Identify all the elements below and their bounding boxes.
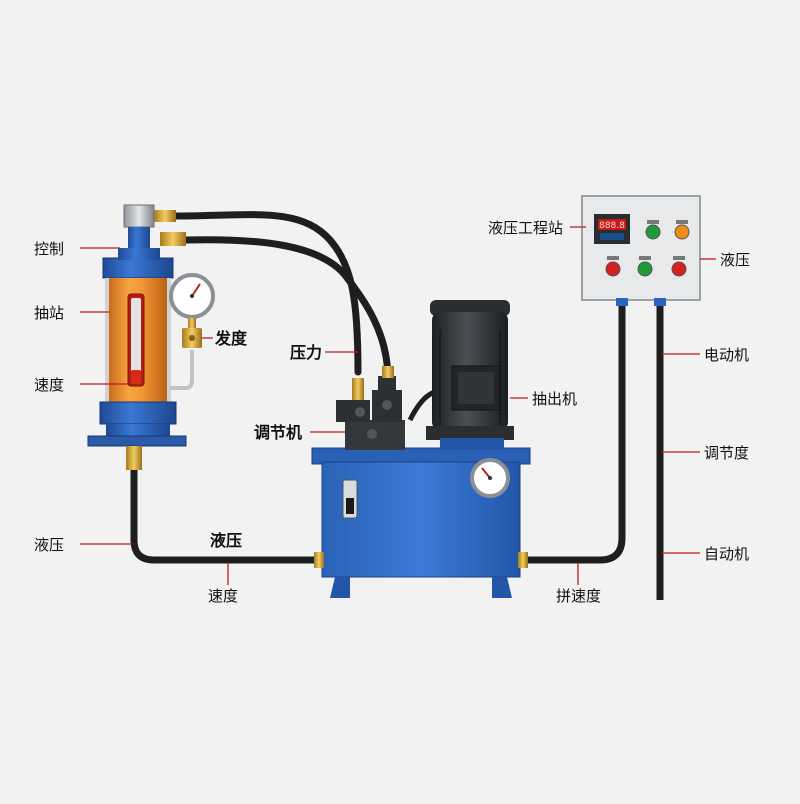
label-pipe-hydraulic: 液压 [210,531,242,550]
valve-fitting-2 [382,366,394,378]
tie-rod-left [105,278,109,402]
label-electric-motor: 电动机 [704,346,749,364]
cylinder-bottom-fitting [126,446,142,470]
label-hydraulic-station: 液压工程站 [488,219,563,237]
hydraulic-cylinder [87,204,215,470]
tank-gauge-needle [481,467,491,479]
cylinder-top-fitting [123,204,155,228]
red-button-1[interactable] [605,261,621,277]
cylinder-bottom-cap [99,401,177,425]
control-box: 888.8 [581,195,701,306]
label-control: 控制 [34,240,64,258]
label-left-hydraulic: 液压 [34,536,64,554]
label-pump-motor: 抽出机 [532,390,577,408]
control-box-panel [581,195,701,301]
tank-leg-right [492,577,512,598]
electric-motor [426,300,514,450]
valve-left-unit [336,400,370,422]
controller-display-text: 888.8 [599,221,625,231]
label-auto: 自动机 [704,545,749,563]
cylinder-top-boss [118,248,160,260]
left-pipe [130,470,320,564]
orange-button-top[interactable] [674,224,690,240]
leader-lines [80,226,716,585]
right-pipe [525,300,626,564]
tie-rod-right [167,278,171,402]
sight-glass-level [131,370,141,384]
cylinder-base-plate [87,435,187,447]
label-adjust: 调节度 [704,444,749,462]
green-button-2[interactable] [637,261,653,277]
motor-flange [426,426,514,440]
cylinder-top-cap [102,257,174,279]
label-pressure: 压力 [290,343,322,362]
label-box-hydraulic: 液压 [720,251,750,269]
labels: 控制 抽站 速度 发度 压力 调节机 抽出机 液压工程站 液压 电动机 调节度 … [34,219,750,605]
label-right-speed: 拼速度 [556,587,601,605]
gauge-needle-left [191,283,201,297]
label-station: 抽站 [34,304,64,322]
label-pipe-speed: 速度 [208,587,238,605]
red-button-2[interactable] [671,261,687,277]
label-regulator: 调节机 [254,423,302,442]
oil-tank [311,447,531,598]
gauge-pipe [170,350,194,390]
top-hose-2 [181,236,392,384]
valve-block [336,366,405,450]
valve-fitting-1 [352,378,364,400]
top-hose-1 [171,211,362,376]
tank-leg-left [330,577,350,598]
label-speed-cylinder: 速度 [34,376,64,394]
label-valve: 发度 [214,329,248,348]
cylinder-neck [128,227,150,249]
green-button-top[interactable] [645,224,661,240]
sight-glass-window [131,298,141,384]
cylinder-top-coupling [154,210,176,222]
motor-mount [440,438,504,450]
cylinder-side-coupling [160,232,186,246]
